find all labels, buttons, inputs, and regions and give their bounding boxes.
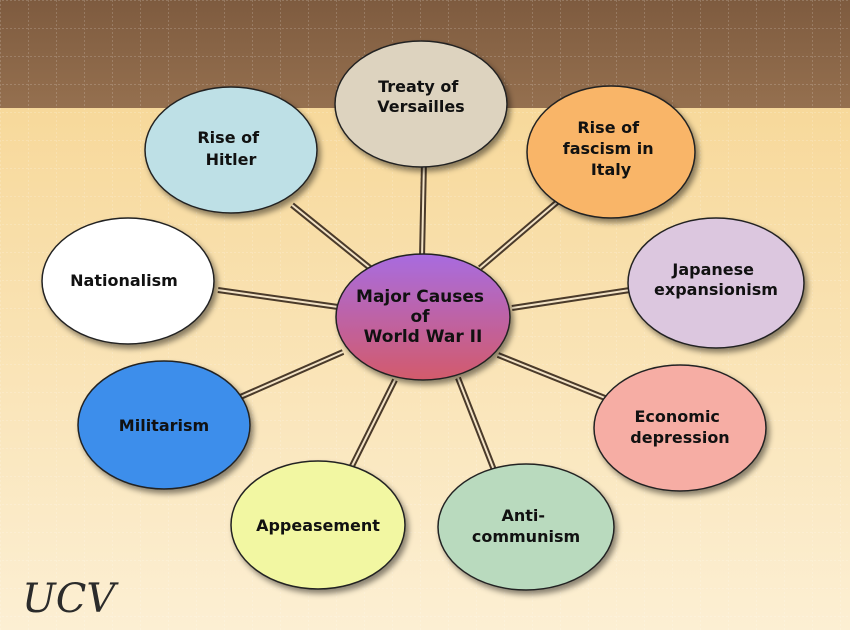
node-hitler-line-2: Hitler — [206, 150, 257, 169]
node-fascism: Rise of fascism in Italy — [526, 85, 696, 219]
svg-text:Anti- communism: Anti- communism — [472, 506, 580, 546]
connector-nationalism — [217, 287, 339, 310]
connector-economic — [496, 352, 612, 403]
node-hitler-line-1: Rise of — [197, 128, 260, 147]
node-appeasement-ellipse — [230, 460, 406, 590]
node-anticommunism-line-1: Anti- — [501, 506, 545, 525]
connector-japanese — [511, 287, 631, 311]
node-militarism: Militarism — [77, 360, 251, 490]
node-hitler-ellipse — [144, 86, 318, 214]
node-treaty: Treaty of Versailles — [334, 40, 508, 168]
node-fascism-ellipse — [526, 85, 696, 219]
svg-text:Rise of Hitler: Rise of Hitler — [197, 128, 264, 169]
node-militarism-ellipse — [77, 360, 251, 490]
svg-text:Major Causes of Wo: Major Causes of World War II — [356, 287, 490, 347]
connector-appeasement — [349, 378, 398, 468]
svg-text:Appeasement: Appeasement — [256, 516, 380, 535]
node-nationalism: Nationalism — [41, 217, 215, 345]
center-node: Major Causes of World War II — [335, 253, 511, 381]
connector-group — [217, 159, 631, 472]
svg-text:Militarism: Militarism — [119, 416, 209, 435]
node-treaty-ellipse — [334, 40, 508, 168]
node-economic-line-2: depression — [630, 428, 729, 447]
node-treaty-line-2: Versailles — [377, 97, 464, 116]
node-appeasement: Appeasement — [230, 460, 406, 590]
node-anticommunism: Anti- communism — [437, 463, 615, 591]
center-line-3: World War II — [364, 327, 483, 347]
node-fascism-line-2: fascism in — [563, 139, 654, 158]
node-economic: Economic depression — [593, 364, 767, 492]
center-line-2: of — [411, 307, 431, 327]
svg-text:Treaty of Versailles: Treaty of Versailles — [377, 77, 464, 116]
node-japanese-ellipse — [627, 217, 805, 349]
svg-text:Japanese expansionism: Japanese expansionism — [654, 260, 778, 299]
connector-militarism — [236, 349, 345, 401]
node-japanese-line-1: Japanese — [671, 260, 754, 279]
node-economic-ellipse — [593, 364, 767, 492]
svg-text:Economic depression: Economic depression — [630, 407, 729, 447]
node-japanese: Japanese expansionism — [627, 217, 805, 349]
node-fascism-line-3: Italy — [591, 160, 632, 179]
node-anticommunism-line-2: communism — [472, 527, 580, 546]
center-ellipse — [335, 253, 511, 381]
connector-fascism — [478, 195, 564, 271]
node-militarism-line-1: Militarism — [119, 416, 209, 435]
node-hitler: Rise of Hitler — [144, 86, 318, 214]
node-treaty-line-1: Treaty of — [378, 77, 459, 96]
connector-hitler — [290, 202, 372, 271]
node-nationalism-ellipse — [41, 217, 215, 345]
node-nationalism-line-1: Nationalism — [70, 271, 178, 290]
connector-anticommunism — [455, 376, 497, 472]
connector-treaty — [419, 159, 427, 259]
node-appeasement-line-1: Appeasement — [256, 516, 380, 535]
svg-text:Rise of fascism in: Rise of fascism in Italy — [563, 118, 659, 179]
svg-text:Nationalism: Nationalism — [70, 271, 178, 290]
node-japanese-line-2: expansionism — [654, 280, 778, 299]
node-anticommunism-ellipse — [437, 463, 615, 591]
ucv-watermark: UCV — [22, 576, 119, 622]
node-economic-line-1: Economic — [634, 407, 719, 426]
node-fascism-line-1: Rise of — [577, 118, 640, 137]
center-line-1: Major Causes — [356, 287, 484, 307]
